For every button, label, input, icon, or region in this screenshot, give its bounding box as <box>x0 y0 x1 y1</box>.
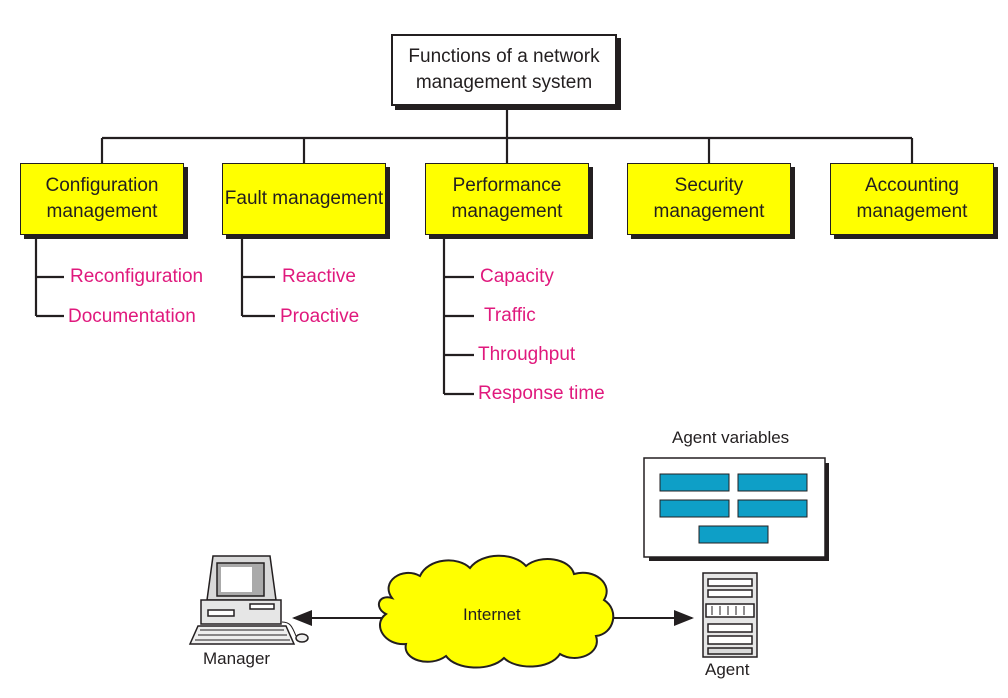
internet-label: Internet <box>463 605 521 624</box>
root-title: Functions of a network management system <box>408 46 600 93</box>
subitem-proactive: Proactive <box>280 306 360 327</box>
internet-cloud-icon <box>377 554 615 669</box>
agent-server-icon <box>702 572 758 658</box>
subitem-traffic: Traffic <box>484 305 536 326</box>
agent-variables-label: Agent variables <box>672 428 790 447</box>
function-title: Accounting management <box>856 175 968 222</box>
agent-variable-cell <box>659 473 730 492</box>
subitem-reconfiguration: Reconfiguration <box>70 266 204 287</box>
manager-label: Manager <box>203 649 271 668</box>
function-title: Fault management <box>224 188 384 209</box>
configuration-management-box: Configuration management <box>20 163 184 235</box>
subitem-documentation: Documentation <box>68 306 196 327</box>
function-title: Configuration management <box>45 175 159 222</box>
function-title: Security management <box>653 175 765 222</box>
agent-variable-cell <box>737 473 808 492</box>
root-function-box: Functions of a network management system <box>391 34 617 106</box>
manager-computer-icon <box>188 555 309 645</box>
subitem-capacity: Capacity <box>480 266 554 287</box>
agent-variable-cell <box>659 499 730 518</box>
subitem-response-time: Response time <box>478 383 605 404</box>
agent-variable-cell <box>737 499 808 518</box>
security-management-box: Security management <box>627 163 791 235</box>
agent-label: Agent <box>705 660 750 679</box>
subitem-reactive: Reactive <box>282 266 356 287</box>
tree-connectors <box>34 108 914 396</box>
agent-variables-panel <box>643 457 829 561</box>
fault-management-box: Fault management <box>222 163 386 235</box>
function-title: Performance management <box>451 175 563 222</box>
subitem-throughput: Throughput <box>478 344 576 365</box>
accounting-management-box: Accounting management <box>830 163 994 235</box>
performance-management-box: Performance management <box>425 163 589 235</box>
agent-variable-cell <box>698 525 769 544</box>
